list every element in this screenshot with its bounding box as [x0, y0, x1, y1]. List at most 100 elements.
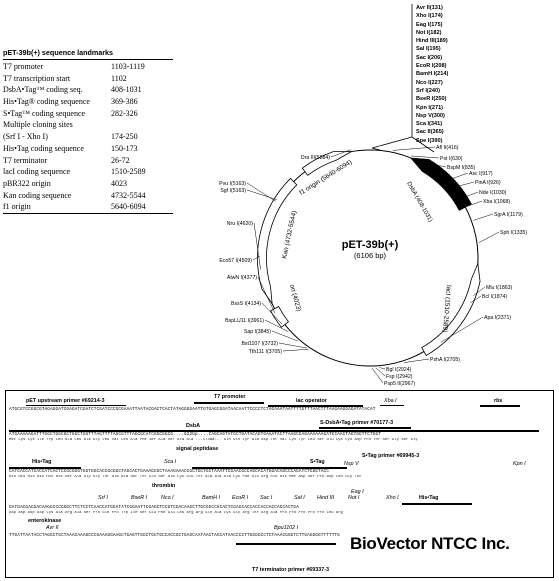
landmark-label: T7 promoter — [3, 62, 44, 71]
landmark-label: Multiple cloning sites — [3, 120, 73, 130]
mcs-site: Eag I(175) — [416, 21, 443, 28]
map-site-labels: Dra III(5884)Afl II(416)Pst I(630)BspM I… — [219, 145, 527, 387]
mcs-site: Spe I(390) — [416, 137, 443, 144]
ncoi-label: Nco I — [161, 495, 174, 501]
hindiii-label: Hind III — [317, 495, 335, 501]
map-site-label: Eco57 I(4509) — [219, 258, 252, 264]
mcs-site: Kpn I(271) — [416, 104, 444, 111]
ori-feature-label: ori (4023) — [288, 284, 302, 313]
sequence-line-5: TTGATTAATACCTAGGCTGCTAAACAAAGCCCGAAAGGAA… — [9, 533, 340, 538]
kan-feature-arrow — [257, 177, 298, 306]
xbai-bar — [380, 405, 404, 406]
map-site-leader — [282, 348, 309, 352]
nspv-label: Nsp V — [344, 461, 359, 467]
map-site-leader — [473, 286, 486, 296]
mcs-site: Avr II(131) — [416, 5, 443, 11]
landmark-row: His•Tag coding sequence 150-173 — [3, 143, 173, 155]
laci-feature-label: lacI (1510-2589) — [441, 285, 452, 333]
eagi-label: Eag I — [351, 489, 364, 495]
stag-label: S•Tag — [310, 459, 325, 465]
map-site-leader — [424, 162, 447, 168]
f1-origin-feature-arrow — [301, 151, 353, 176]
map-site-label: Asc I(917) — [469, 171, 493, 177]
map-site-leader — [467, 200, 483, 207]
map-site-leader — [454, 181, 475, 188]
mcs-site: BamH I(214) — [416, 71, 449, 78]
landmark-row: Multiple cloning sites — [3, 119, 173, 131]
map-site-leader — [252, 255, 261, 261]
landmark-row: Kan coding sequence 4732-5544 — [3, 190, 173, 202]
scai-label: Sca I — [164, 459, 177, 465]
dsba-seq-label: DsbA — [186, 423, 201, 429]
xhoi-label: Xho I — [386, 495, 399, 501]
dsba-feature-label: DsbA (408-1031) — [405, 181, 433, 223]
upstream-primer-label: pET upstream primer #69214-3 — [26, 398, 105, 404]
rbs-bar — [480, 405, 520, 407]
landmark-label: (Srf I - Xho I) — [3, 132, 48, 142]
sequence-line-4: GATGACGACGACAAGGCCCGGGCTTCTCCTCAACCATGGA… — [9, 505, 299, 510]
bpu1102i-label: Bpu1102 I — [274, 525, 299, 531]
landmark-value: 26-72 — [111, 155, 130, 165]
mcs-site: Nsp V(300) — [416, 112, 445, 119]
sali-label: Sal I — [294, 495, 305, 501]
mcs-bracket — [371, 4, 435, 153]
enterokinase-label: enterokinase — [28, 518, 62, 524]
mcs-site: Sac I(206) — [416, 54, 443, 61]
map-site-label: PinA I(926) — [475, 180, 501, 186]
landmark-value: 174-250 — [111, 132, 138, 142]
map-site-leader — [271, 330, 298, 342]
map-site-label: Sap I(3845) — [244, 329, 271, 335]
thrombin-label: thrombin — [152, 483, 176, 489]
map-site-leader — [478, 231, 500, 243]
map-site-label: SgrA I(1179) — [494, 212, 523, 218]
landmark-value: 369-386 — [111, 97, 138, 107]
plasmid-name: pET-39b(+) — [342, 239, 399, 251]
mcs-site: Xho I(174) — [416, 13, 443, 20]
aa-line-4: Asp Asp Asp Asp Lys Ala Arg Ala Ser Pro … — [9, 511, 343, 515]
map-site-label: Mlu I(1863) — [486, 285, 513, 291]
map-site-leader — [403, 358, 430, 363]
bseri-label: BseR I — [131, 495, 148, 501]
landmarks-table: pET-39b(+) sequence landmarks T7 promote… — [3, 48, 173, 214]
histag-1-bar — [9, 467, 81, 469]
map-site-leader — [257, 276, 275, 314]
lac-operator-bar — [268, 405, 363, 407]
sequence-line-1: ATGCGTCCGGCGTAGAGGATCGAGATCGATCTCGATCCCG… — [9, 407, 376, 412]
landmark-value: 282-326 — [111, 108, 138, 118]
map-site-label: Dra III(5884) — [301, 155, 330, 161]
map-site-leader — [462, 191, 479, 199]
landmark-value: 4732-5544 — [111, 190, 146, 200]
landmark-label: DsbA•Tag™ coding seq. — [3, 85, 83, 95]
landmark-label: f1 origin — [3, 202, 31, 212]
mcs-site: Sac II(365) — [416, 129, 444, 136]
map-site-label: Bgl I(2924) — [386, 367, 412, 373]
mcs-site: EcoR I(208) — [416, 63, 447, 70]
mcs-site: Not I(182) — [416, 29, 442, 36]
map-site-label: PshA I(2705) — [430, 357, 460, 363]
map-site-leader — [392, 146, 436, 151]
landmark-label: T7 transcription start — [3, 73, 71, 83]
xbai-label: Xba I — [384, 398, 397, 404]
ori-feature-box — [270, 306, 290, 328]
map-site-label: AlwN I(4377) — [227, 275, 257, 281]
landmark-value: 4023 — [111, 178, 127, 188]
landmark-label: Kan coding sequence — [3, 190, 72, 200]
map-site-label: Apa I(2371) — [484, 315, 511, 321]
map-site-label: BspLU11 I(3961) — [225, 318, 264, 324]
map-site-label: Psp5 II(2967) — [384, 381, 415, 387]
dsba-primer-bar — [319, 427, 411, 429]
signal-peptidase-label: signal peptidase — [176, 446, 219, 452]
landmark-label: His•Tag coding sequence — [3, 143, 84, 153]
bamhi-label: BamH I — [202, 495, 220, 501]
aa-line-2: Met Lys Lys Ile Trp Leu Ala Leu Ala Gly … — [9, 438, 418, 442]
kan-feature-label: Kan (4732-5544) — [281, 210, 298, 259]
map-site-label: Sph I(1335) — [500, 230, 527, 236]
landmark-value: 150-173 — [111, 143, 138, 153]
dsba-primer-label: S-DsbA•Tag primer #70177-3 — [320, 420, 394, 426]
map-site-leader — [473, 213, 494, 221]
map-site-label: Xba I(1068) — [483, 199, 510, 205]
